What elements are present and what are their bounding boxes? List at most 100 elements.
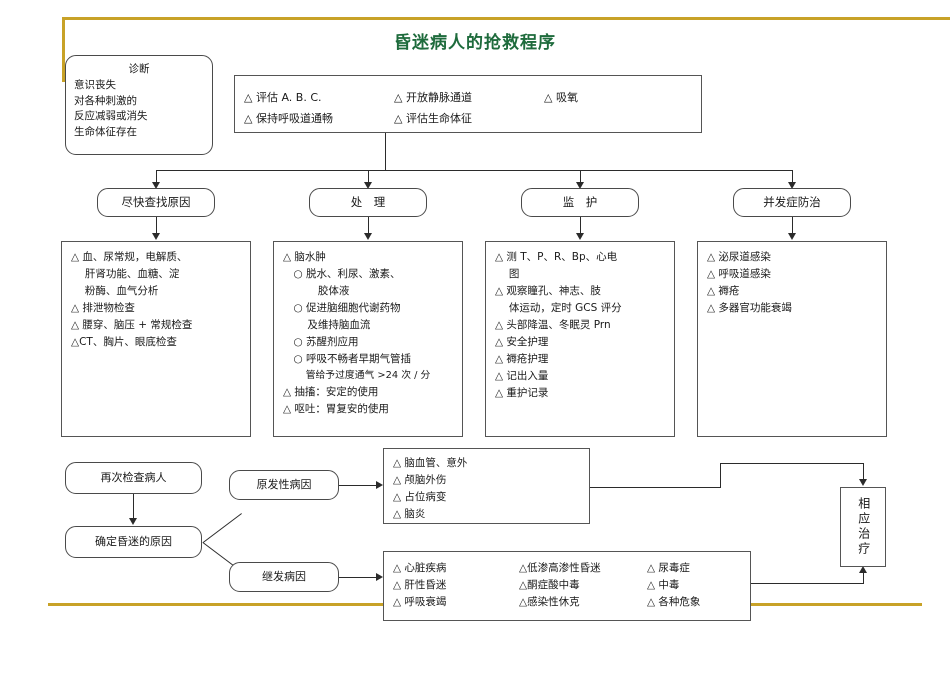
- initial-measures-box: △ 评估 A. B. C. △ 开放静脉通道 △ 吸氧 △ 保持呼吸道通畅 △ …: [234, 75, 702, 133]
- list-item: △ 中毒: [647, 579, 680, 591]
- list-item: △ 安全护理: [495, 336, 549, 348]
- list-item: △ 泌尿道感染: [707, 251, 771, 263]
- list-item: △ 抽搐：安定的使用: [283, 385, 379, 398]
- page-title: 昏迷病人的抢救程序: [394, 33, 556, 53]
- measure-iv-access: △ 开放静脉通道: [394, 91, 472, 104]
- arrow-reexamine-determine: [129, 518, 137, 525]
- arrow-stage-content-4: [788, 233, 796, 240]
- list-item: △ 腰穿、脑压 + 常规检查: [71, 319, 193, 331]
- stage-header-investigations: 尽快查找原因: [97, 188, 215, 217]
- list-item: △ 各种危象: [647, 596, 701, 608]
- list-item: △ 观察瞳孔、神志、肢: [495, 285, 601, 297]
- stage-content-complications: △ 泌尿道感染 △ 呼吸道感染 △ 褥疮 △ 多器官功能衰竭: [697, 241, 887, 437]
- list-item: ○ 呼吸不畅者早期气管插: [283, 353, 411, 365]
- measure-oxygen: △ 吸氧: [544, 91, 578, 104]
- list-item: △ 呼吸道感染: [707, 268, 771, 280]
- arrow-stage-content-1: [152, 233, 160, 240]
- list-item: △ 记出入量: [495, 370, 549, 382]
- arrow-secondary-detail: [376, 573, 383, 581]
- list-item: 肝肾功能、血糖、淀: [71, 268, 180, 280]
- primary-cause-box: 原发性病因: [229, 470, 339, 500]
- connector-reexamine-determine: [133, 494, 134, 519]
- stage-header-label-2: 处 理: [350, 195, 386, 210]
- determine-cause-label: 确定昏迷的原因: [95, 535, 172, 549]
- list-item: △ 褥疮护理: [495, 353, 549, 365]
- secondary-cause-label: 继发病因: [262, 570, 306, 584]
- connector-drop-3: [580, 170, 581, 183]
- diagnosis-line-3: 反应减弱或消失: [74, 110, 148, 123]
- measure-assess-abc: △ 评估 A. B. C.: [244, 91, 322, 104]
- route-primary-h2: [720, 463, 863, 464]
- arrow-stage-content-3: [576, 233, 584, 240]
- list-item: 图: [495, 268, 520, 280]
- diagnosis-line-2: 对各种刺激的: [74, 94, 137, 107]
- stage-header-label-3: 监 护: [562, 195, 598, 210]
- connector-drop-1: [156, 170, 157, 183]
- connector-stage-1: [156, 217, 157, 234]
- secondary-cause-detail-box: △ 心脏疾病 △ 肝性昏迷 △ 呼吸衰竭 △低渗高渗性昏迷 △酮症酸中毒 △感染…: [383, 551, 751, 621]
- arrow-to-stage-2: [364, 182, 372, 189]
- arrow-to-stage-4: [788, 182, 796, 189]
- route-primary-v2: [863, 463, 864, 480]
- stage-header-label-1: 尽快查找原因: [121, 195, 191, 210]
- connector-stage-2: [368, 217, 369, 234]
- connector-drop-2: [368, 170, 369, 183]
- list-item: ○ 脱水、利尿、激素、: [283, 268, 401, 280]
- list-item: △ 占位病变: [393, 491, 447, 503]
- stage-content-treatment: △ 脑水肿 ○ 脱水、利尿、激素、 胶体液 ○ 促进脑细胞代谢药物 及维持脑血流…: [273, 241, 463, 437]
- connector-drop-4: [792, 170, 793, 183]
- list-item: △ 重护记录: [495, 387, 549, 399]
- list-item: △ 脑血管、意外: [393, 457, 468, 469]
- list-item: △ 脑炎: [393, 508, 426, 520]
- reexamine-box: 再次检查病人: [65, 462, 202, 494]
- measure-vitals: △ 评估生命体征: [394, 111, 472, 125]
- stage-header-complications: 并发症防治: [733, 188, 851, 217]
- arrow-to-stage-1: [152, 182, 160, 189]
- arrow-primary-detail: [376, 481, 383, 489]
- diagnosis-box: 诊断 意识丧失 对各种刺激的 反应减弱或消失 生命体征存在: [65, 55, 213, 155]
- list-item: △ 颅脑外伤: [393, 474, 447, 486]
- measure-airway: △ 保持呼吸道通畅: [244, 111, 333, 125]
- list-item: 及维持脑血流: [283, 319, 371, 331]
- list-item: △ 心脏疾病: [393, 562, 447, 574]
- list-item: △ 测 T、P、R、Bp、心电: [495, 251, 618, 263]
- list-item: △ 多器官功能衰竭: [707, 302, 792, 314]
- gold-top-rule: [62, 17, 950, 20]
- diagnosis-line-4: 生命体征存在: [74, 126, 137, 138]
- list-item: △ 头部降温、冬眠灵 Prn: [495, 319, 611, 331]
- list-item: △ 褥疮: [707, 285, 740, 297]
- list-item: △酮症酸中毒: [519, 579, 580, 591]
- branch-line-primary: [203, 513, 242, 543]
- list-item: △低渗高渗性昏迷: [519, 562, 601, 574]
- list-item: ○ 促进脑细胞代谢药物: [283, 302, 401, 314]
- list-item: △CT、胸片、眼底检查: [71, 336, 177, 348]
- route-secondary-h1: [751, 583, 863, 584]
- list-item: 粉酶、血气分析: [71, 285, 159, 297]
- stage-header-label-4: 并发症防治: [763, 195, 821, 210]
- list-item: △ 呼吸衰竭: [393, 596, 447, 608]
- connector-stem-abc: [385, 133, 386, 170]
- treatment-box: 相应治疗: [840, 487, 886, 567]
- route-primary-h1: [590, 487, 720, 488]
- list-item: △ 肝性昏迷: [393, 579, 447, 591]
- connector-bus: [156, 170, 792, 171]
- connector-stage-3: [580, 217, 581, 234]
- list-item: △ 呕吐：胃复安的使用: [283, 402, 389, 415]
- diagnosis-line-1: 意识丧失: [74, 78, 116, 91]
- arrow-stage-content-2: [364, 233, 372, 240]
- stage-content-investigations: △ 血、尿常规，电解质、 肝肾功能、血糖、淀 粉酶、血气分析 △ 排泄物检查 △…: [61, 241, 251, 437]
- connector-secondary-detail: [339, 577, 377, 578]
- arrow-primary-treatment: [859, 479, 867, 486]
- primary-cause-detail-box: △ 脑血管、意外 △ 颅脑外伤 △ 占位病变 △ 脑炎: [383, 448, 590, 524]
- connector-primary-detail: [339, 485, 377, 486]
- list-item: 胶体液: [283, 285, 350, 297]
- gold-left-rule: [62, 17, 65, 82]
- list-item: △感染性休克: [519, 596, 580, 608]
- route-primary-v1: [720, 463, 721, 488]
- arrow-to-stage-3: [576, 182, 584, 189]
- list-item: △ 尿毒症: [647, 562, 690, 574]
- reexamine-label: 再次检查病人: [100, 471, 167, 485]
- list-item: ○ 苏醒剂应用: [283, 336, 359, 348]
- secondary-cause-box: 继发病因: [229, 562, 339, 592]
